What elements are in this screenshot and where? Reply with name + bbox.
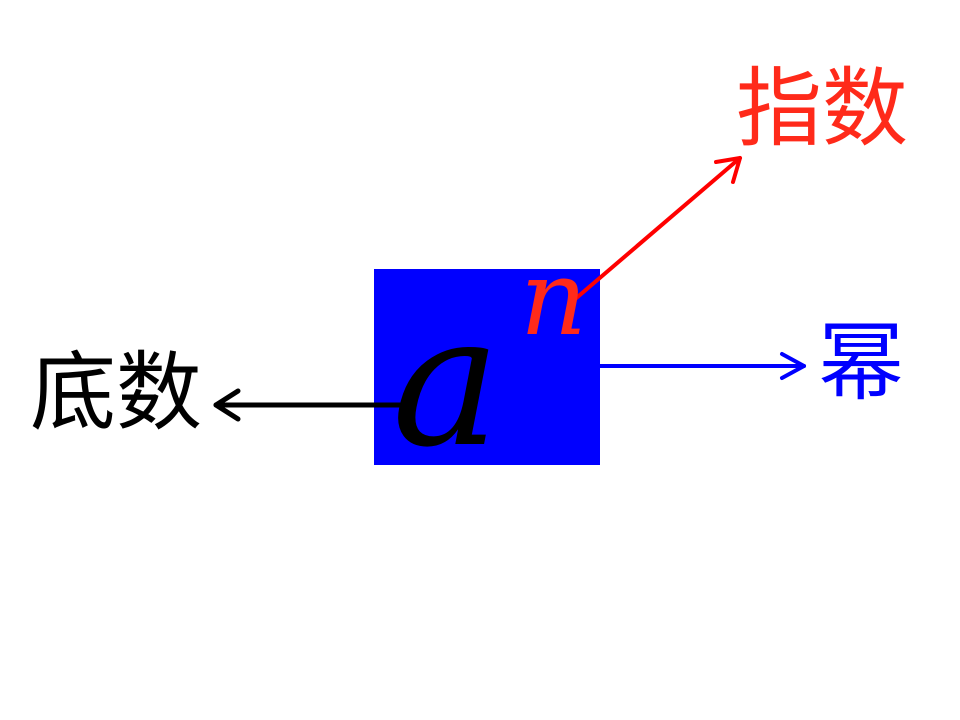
base-label: 底数	[30, 343, 202, 443]
expression-box	[374, 269, 600, 465]
base-arrow	[213, 388, 403, 422]
power-arrow	[598, 352, 806, 380]
base-symbol: a	[392, 275, 501, 487]
exponent-label: 指数	[736, 59, 908, 159]
exponent-arrow	[572, 156, 742, 302]
exponent-symbol: n	[520, 237, 587, 359]
power-label: 幂	[818, 313, 904, 413]
